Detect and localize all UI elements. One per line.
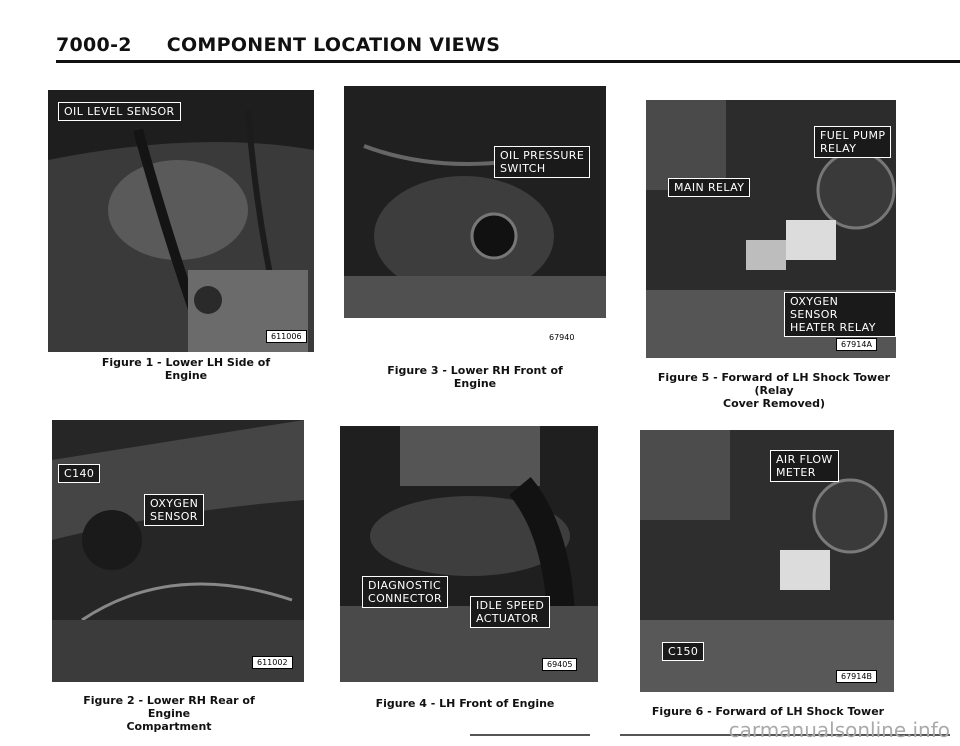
page-title: COMPONENT LOCATION VIEWS bbox=[166, 34, 501, 56]
figure-5-caption: Figure 5 - Forward of LH Shock Tower (Re… bbox=[657, 371, 891, 410]
c150-label: C150 bbox=[662, 642, 705, 661]
figure-6-photo: AIR FLOW METER C150 67914B bbox=[640, 430, 894, 692]
oil-pressure-switch-label: OIL PRESSURE SWITCH bbox=[494, 146, 591, 178]
photo-code: 69405 bbox=[542, 658, 578, 671]
oxygen-sensor-heater-relay-label: OXYGEN SENSOR HEATER RELAY bbox=[784, 292, 896, 337]
photo-code: 611006 bbox=[266, 330, 307, 343]
header-rule bbox=[56, 60, 960, 63]
footer-rule bbox=[470, 734, 590, 736]
photo-code: 67914B bbox=[836, 670, 877, 683]
engine-photo-texture bbox=[52, 420, 304, 682]
footer-rule bbox=[620, 734, 950, 736]
oil-level-sensor-label: OIL LEVEL SENSOR bbox=[58, 102, 181, 121]
engine-photo-texture bbox=[48, 90, 314, 352]
c140-label: C140 bbox=[58, 464, 101, 483]
photo-code: 67914A bbox=[836, 338, 877, 351]
figure-2-caption: Figure 2 - Lower RH Rear of Engine Compa… bbox=[83, 694, 255, 733]
engine-photo-texture bbox=[340, 426, 598, 682]
figure-3-photo: OIL PRESSURE SWITCH bbox=[344, 86, 606, 318]
footer-watermark: carmanualsonline.info bbox=[728, 718, 950, 742]
figure-4-photo: DIAGNOSTIC CONNECTOR IDLE SPEED ACTUATOR… bbox=[340, 426, 598, 682]
idle-speed-actuator-label: IDLE SPEED ACTUATOR bbox=[470, 596, 551, 628]
figure-6-caption: Figure 6 - Forward of LH Shock Tower bbox=[651, 705, 885, 718]
page-header: 7000-2 COMPONENT LOCATION VIEWS bbox=[56, 34, 500, 56]
fuel-pump-relay-label: FUEL PUMP RELAY bbox=[814, 126, 892, 158]
main-relay-label: MAIN RELAY bbox=[668, 178, 751, 197]
engine-photo-texture bbox=[344, 86, 606, 318]
photo-code: 611002 bbox=[252, 656, 293, 669]
figure-1-caption: Figure 1 - Lower LH Side of Engine bbox=[101, 356, 271, 382]
page-number: 7000-2 bbox=[56, 34, 132, 56]
oxygen-sensor-label: OXYGEN SENSOR bbox=[144, 494, 205, 526]
photo-code: 67940 bbox=[549, 333, 575, 342]
figure-1-photo: OIL LEVEL SENSOR 611006 bbox=[48, 90, 314, 352]
figure-4-caption: Figure 4 - LH Front of Engine bbox=[375, 697, 555, 710]
figure-2-photo: C140 OXYGEN SENSOR 611002 bbox=[52, 420, 304, 682]
figure-3-caption: Figure 3 - Lower RH Front of Engine bbox=[387, 364, 563, 390]
figure-5-photo: FUEL PUMP RELAY MAIN RELAY OXYGEN SENSOR… bbox=[646, 100, 896, 358]
air-flow-meter-label: AIR FLOW METER bbox=[770, 450, 839, 482]
diagnostic-connector-label: DIAGNOSTIC CONNECTOR bbox=[362, 576, 449, 608]
